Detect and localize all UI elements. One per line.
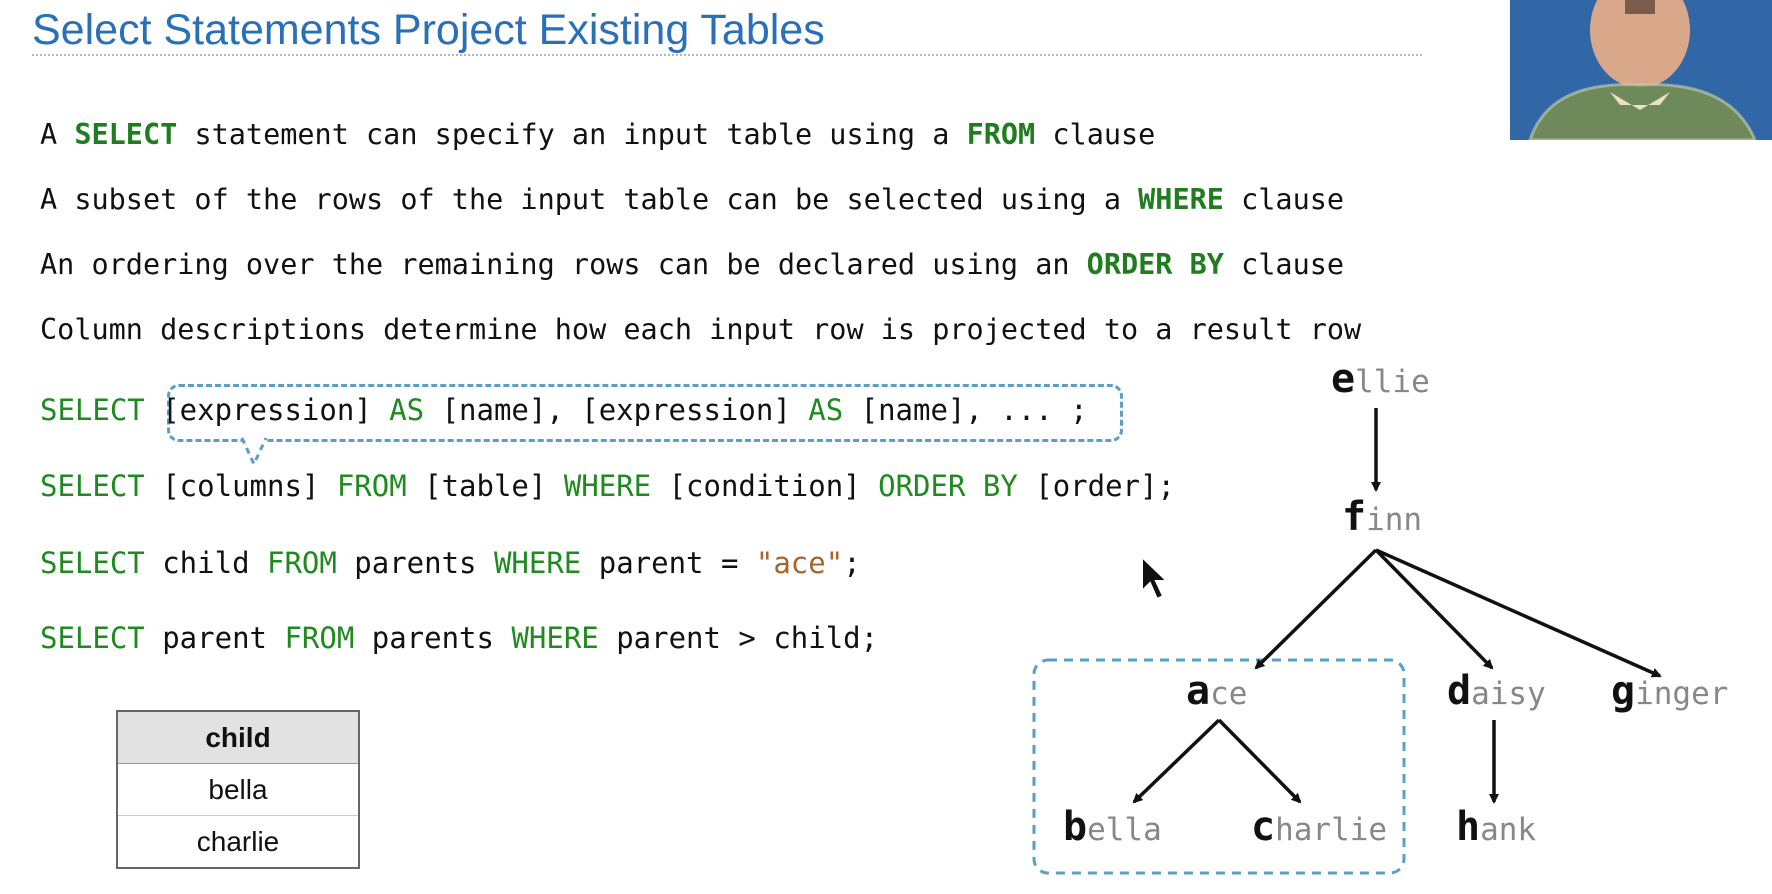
- code-keyword: WHERE: [493, 546, 582, 580]
- code-keyword: FROM: [336, 469, 407, 503]
- code-text: ;: [843, 546, 861, 580]
- code-text: [condition]: [651, 469, 879, 503]
- code-keyword: SELECT: [40, 469, 145, 503]
- code-line-1: SELECT [expression] AS [name], [expressi…: [40, 393, 1088, 427]
- edge-finn-daisy: [1374, 548, 1494, 670]
- keyword-from: FROM: [966, 118, 1036, 151]
- line-text: clause: [1223, 183, 1345, 216]
- line-text: Column descriptions determine how each i…: [40, 313, 1362, 346]
- node-rest: harlie: [1275, 812, 1388, 848]
- code-text: [name], [expression]: [424, 393, 809, 427]
- code-keyword: WHERE: [511, 621, 599, 655]
- presenter-video-frame: [1510, 0, 1772, 140]
- result-table-header: child: [117, 711, 359, 764]
- keyword-order-by: ORDER BY: [1086, 248, 1224, 281]
- callout-pointer: [240, 437, 268, 468]
- node-rest: inger: [1635, 676, 1729, 712]
- code-string: "ace": [755, 546, 844, 580]
- statement-line-1: A SELECT statement can specify an input …: [40, 118, 1155, 151]
- code-keyword: SELECT: [40, 621, 145, 655]
- node-initial: f: [1342, 494, 1367, 540]
- code-text: parent: [144, 621, 285, 655]
- statement-line-3: An ordering over the remaining rows can …: [40, 248, 1344, 281]
- node-rest: aisy: [1471, 676, 1546, 712]
- code-text: [columns]: [144, 469, 337, 503]
- code-keyword: AS: [808, 393, 844, 427]
- line-text: statement can specify an input table usi…: [177, 118, 967, 151]
- code-keyword: SELECT: [40, 393, 145, 427]
- code-line-4: SELECT parent FROM parents WHERE parent …: [40, 621, 878, 655]
- tree-node-ellie: ellie: [1331, 356, 1430, 402]
- tree-node-ace: ace: [1186, 668, 1247, 714]
- tree-node-ginger: ginger: [1611, 668, 1728, 714]
- node-initial: b: [1063, 804, 1088, 850]
- code-text: parents: [354, 621, 512, 655]
- tree-node-charlie: charlie: [1251, 804, 1387, 850]
- code-text: parents: [336, 546, 494, 580]
- code-keyword: FROM: [284, 621, 355, 655]
- node-rest: llie: [1355, 364, 1430, 400]
- node-initial: e: [1331, 356, 1356, 402]
- statement-line-2: A subset of the rows of the input table …: [40, 183, 1344, 216]
- title-divider: [32, 54, 1422, 56]
- keyword-where: WHERE: [1138, 183, 1224, 216]
- code-keyword: ORDER BY: [878, 469, 1018, 503]
- edge-ace-charlie: [1217, 718, 1302, 804]
- code-keyword: SELECT: [40, 546, 145, 580]
- code-text: child: [144, 546, 267, 580]
- node-initial: c: [1251, 804, 1276, 850]
- tree-node-bella: bella: [1063, 804, 1162, 850]
- code-line-3: SELECT child FROM parents WHERE parent =…: [40, 546, 861, 580]
- edge-ace-bella: [1132, 718, 1221, 804]
- code-keyword: FROM: [266, 546, 337, 580]
- code-text: [expression]: [144, 393, 390, 427]
- node-initial: a: [1186, 668, 1211, 714]
- result-table-cell: charlie: [117, 815, 359, 868]
- tree-node-hank: hank: [1456, 804, 1536, 850]
- line-text: An ordering over the remaining rows can …: [40, 248, 1087, 281]
- result-table-cell: bella: [117, 763, 359, 816]
- column-descriptions-highlight: [167, 384, 1123, 442]
- edge-finn-ace: [1254, 548, 1378, 670]
- node-rest: ce: [1210, 676, 1248, 712]
- result-table: child bella charlie: [116, 710, 360, 869]
- code-text: [order];: [1017, 469, 1175, 503]
- line-text: clause: [1223, 248, 1345, 281]
- tree-node-daisy: daisy: [1447, 668, 1546, 714]
- code-text: [table]: [406, 469, 564, 503]
- presenter-video: [1510, 0, 1772, 140]
- keyword-select: SELECT: [74, 118, 178, 151]
- mouse-cursor-icon: [1141, 555, 1170, 601]
- code-text: [name], ... ;: [843, 393, 1088, 427]
- node-initial: h: [1456, 804, 1481, 850]
- tree-node-finn: finn: [1342, 494, 1422, 540]
- node-rest: inn: [1366, 502, 1423, 538]
- line-text: clause: [1035, 118, 1156, 151]
- slide-title: Select Statements Project Existing Table…: [32, 6, 825, 54]
- statement-line-4: Column descriptions determine how each i…: [40, 313, 1361, 346]
- node-rest: ella: [1087, 812, 1162, 848]
- node-initial: d: [1447, 668, 1472, 714]
- line-text: A: [40, 118, 75, 151]
- line-text: A subset of the rows of the input table …: [40, 183, 1139, 216]
- subtree-highlight: [1032, 658, 1406, 875]
- code-keyword: WHERE: [563, 469, 652, 503]
- code-text: parent =: [581, 546, 756, 580]
- code-text: parent > child;: [598, 621, 879, 655]
- node-rest: ank: [1480, 812, 1537, 848]
- code-keyword: AS: [389, 393, 425, 427]
- edge-finn-ginger: [1375, 548, 1662, 678]
- node-initial: g: [1611, 668, 1636, 714]
- code-line-2: SELECT [columns] FROM [table] WHERE [con…: [40, 469, 1175, 503]
